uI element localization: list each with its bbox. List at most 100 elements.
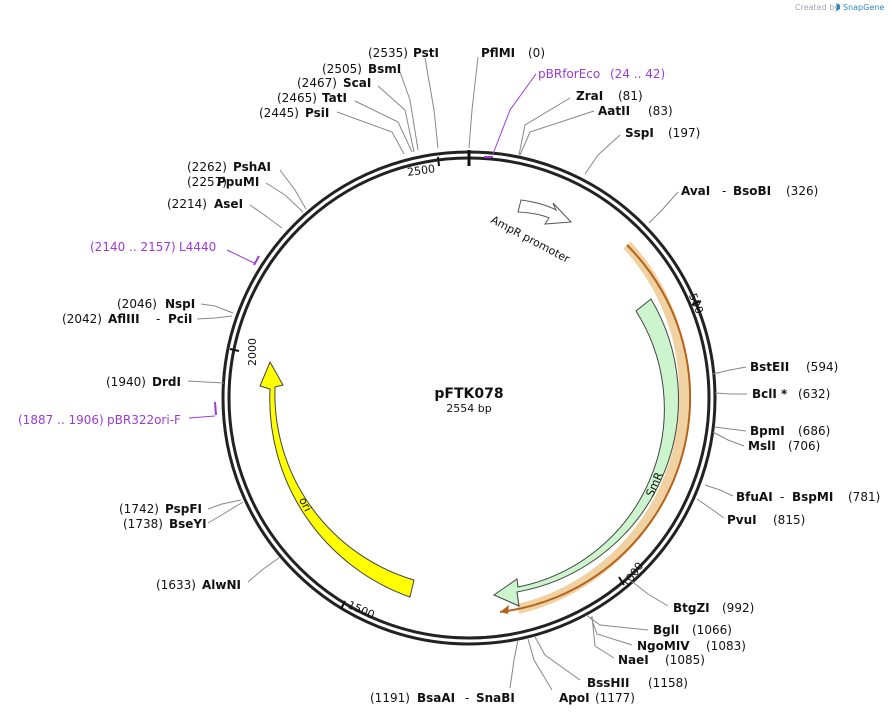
site-name: PshAI	[233, 160, 271, 174]
site-drdi[interactable]: (1940) DrdI	[106, 375, 225, 389]
site-bfuai-bspmi[interactable]: BfuAI - BspMI (781)	[704, 484, 880, 504]
site-pvui[interactable]: PvuI (815)	[696, 498, 805, 527]
site-name: NaeI	[618, 653, 649, 667]
site-nspi[interactable]: (2046) NspI	[117, 297, 234, 314]
site-separator: -	[156, 312, 160, 326]
site-tati[interactable]: (2465) TatI	[277, 91, 413, 153]
site-name-2: SnaBI	[476, 691, 515, 705]
site-name: BtgZI	[673, 601, 710, 615]
site-bsmi[interactable]: (2505) BsmI	[322, 62, 419, 151]
site-name: AlwNI	[202, 578, 241, 592]
primer-range: (1887 .. 1906)	[18, 413, 104, 427]
site-position: (1085)	[665, 653, 705, 667]
site-bsaai-snabi[interactable]: (1191) BsaAI - SnaBI	[370, 639, 519, 705]
site-position: (2214)	[167, 197, 207, 211]
feature-smr[interactable]: SmR	[492, 241, 692, 614]
site-position: (2465)	[277, 91, 317, 105]
site-scai[interactable]: (2467) ScaI	[297, 76, 415, 153]
smr-highlight	[516, 393, 690, 614]
site-name-2: PciI	[168, 312, 193, 326]
site-position: (2467)	[297, 76, 337, 90]
site-bcli[interactable]: BclI * (632)	[714, 387, 830, 401]
primer-pbr322ori-f[interactable]: (1887 .. 1906) pBR322ori-F	[18, 401, 217, 427]
site-position: (781)	[848, 490, 880, 504]
site-bsteii[interactable]: BstEII (594)	[712, 360, 838, 375]
site-position: (1066)	[692, 623, 732, 637]
site-avai-bsobi[interactable]: AvaI - BsoBI (326)	[648, 184, 818, 224]
site-name: BfuAI	[736, 490, 773, 504]
site-name: BpmI	[750, 424, 785, 438]
site-position: (1940)	[106, 375, 146, 389]
site-name: AflIII	[108, 312, 140, 326]
site-position: (1177)	[595, 691, 635, 705]
site-name: AatII	[598, 104, 630, 118]
site-psti[interactable]: (2535) PstI	[368, 46, 439, 149]
site-name: PstI	[413, 46, 439, 60]
site-msli[interactable]: MslI (706)	[712, 431, 820, 453]
site-bseyi[interactable]: (1738) BseYI	[123, 501, 244, 531]
site-sspi[interactable]: SspI (197)	[584, 126, 700, 175]
primer-name: pBRforEco	[538, 67, 600, 81]
tick-label: 500	[686, 291, 706, 315]
site-position: (992)	[722, 601, 754, 615]
site-zrai[interactable]: ZraI (81)	[518, 89, 643, 156]
plasmid-name: pFTK078	[434, 386, 503, 402]
site-position: (2262)	[187, 160, 227, 174]
site-bgli[interactable]: BglI (1066)	[585, 614, 732, 637]
site-position: (1158)	[648, 676, 688, 690]
site-name: NspI	[165, 297, 195, 311]
site-name: AvaI	[681, 184, 710, 198]
primer-pbrforeco[interactable]: pBRforEco (24 .. 42)	[484, 67, 665, 158]
site-position: (197)	[668, 126, 700, 140]
snapgene-logo-icon	[836, 3, 840, 11]
site-btgzi[interactable]: BtgZI (992)	[629, 579, 754, 615]
site-name: BssHII	[587, 676, 629, 690]
primer-range: (24 .. 42)	[610, 67, 665, 81]
site-name: DrdI	[152, 375, 181, 389]
site-position: (81)	[618, 89, 643, 103]
site-name: MslI	[748, 439, 776, 453]
site-name: BsaAI	[417, 691, 455, 705]
site-name: BsmI	[368, 62, 401, 76]
site-psii[interactable]: (2445) PsiI	[259, 106, 405, 155]
site-naei[interactable]: NaeI (1085)	[591, 615, 705, 667]
site-position: (2257)	[187, 175, 227, 189]
tick-mark-2000: 2000	[229, 338, 259, 366]
site-alwni[interactable]: (1633) AlwNI	[156, 556, 281, 592]
site-position: (1191)	[370, 691, 410, 705]
site-ppumi[interactable]: (2257) PpuMI	[187, 175, 304, 213]
feature-amp-promoter[interactable]: AmpR promoter	[489, 199, 573, 266]
site-ngomiv[interactable]: NgoMIV (1083)	[590, 616, 746, 653]
feature-ori[interactable]: ori	[259, 360, 415, 598]
site-pshai[interactable]: (2262) PshAI	[187, 160, 307, 210]
site-position: (594)	[806, 360, 838, 374]
smr-arrow	[492, 298, 679, 607]
site-separator: -	[722, 184, 726, 198]
ori-arrow	[259, 360, 415, 598]
site-aatii[interactable]: AatII (83)	[519, 104, 673, 156]
site-separator: -	[780, 490, 784, 504]
site-position: (815)	[773, 513, 805, 527]
site-position: (326)	[786, 184, 818, 198]
site-pflmi[interactable]: PflMI (0)	[468, 46, 545, 149]
site-name: TatI	[322, 91, 347, 105]
primer-l4440[interactable]: (2140 .. 2157) L4440	[90, 240, 260, 266]
site-position: (706)	[788, 439, 820, 453]
credit-brand: SnapGene	[843, 3, 884, 12]
site-bsshii[interactable]: BssHII (1158)	[534, 636, 688, 690]
site-name: PpuMI	[217, 175, 259, 189]
site-name: ZraI	[576, 89, 603, 103]
feature-label-ori: ori	[296, 495, 314, 514]
smr-cds-arrowhead-icon	[500, 605, 509, 614]
site-apoi[interactable]: ApoI (1177)	[527, 638, 635, 705]
site-position: (2042)	[62, 312, 102, 326]
tick-label: 2000	[246, 338, 259, 366]
site-name-2: BspMI	[792, 490, 833, 504]
site-position: (83)	[648, 104, 673, 118]
site-bpmi[interactable]: BpmI (686)	[714, 424, 830, 438]
site-asei[interactable]: (2214) AseI	[167, 197, 283, 229]
site-pspfi[interactable]: (1742) PspFI	[119, 499, 242, 516]
site-afliii-pcii[interactable]: (2042) AflIII - PciI	[62, 312, 233, 326]
